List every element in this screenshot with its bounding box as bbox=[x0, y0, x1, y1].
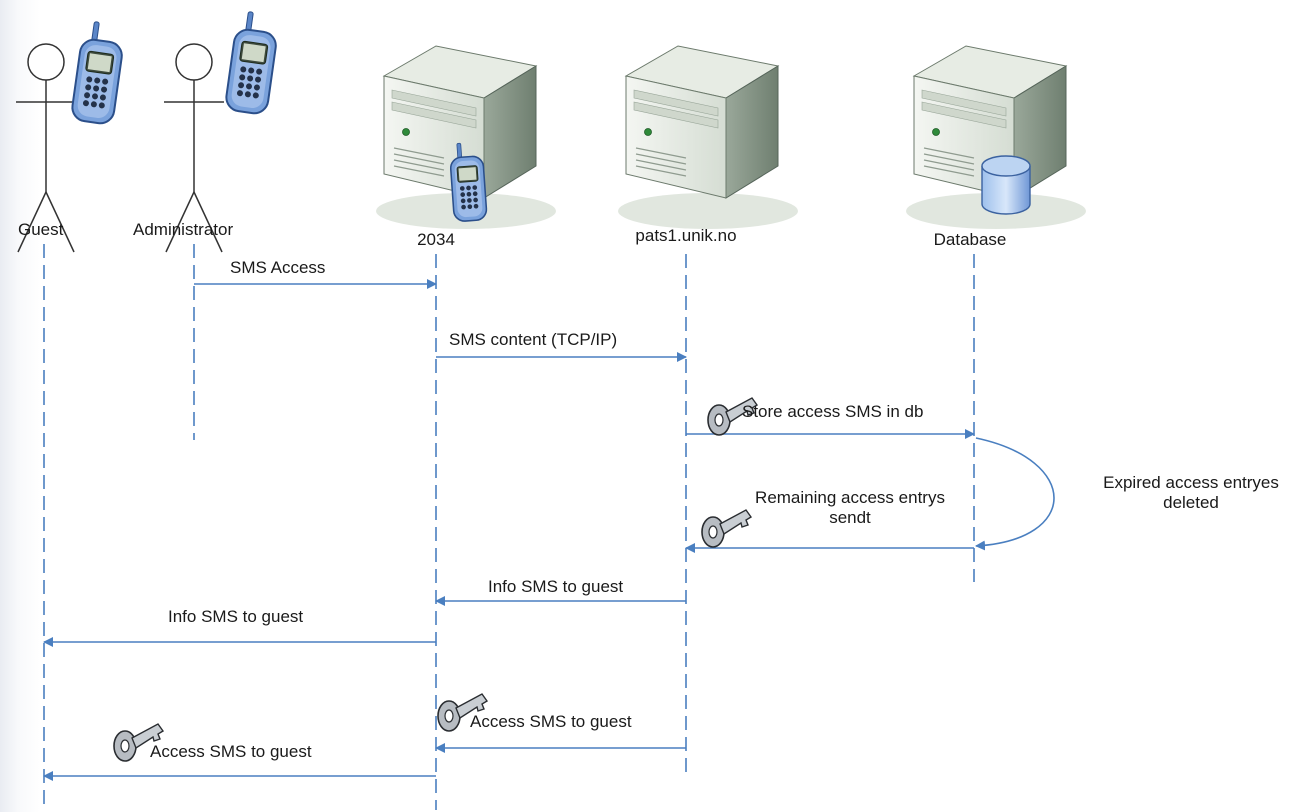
access-server-to-gateway-label: Access SMS to guest bbox=[470, 712, 632, 731]
expired-note-line1: Expired access entryes bbox=[1103, 473, 1279, 492]
access-gateway-to-guest-label: Access SMS to guest bbox=[150, 742, 312, 761]
store-access-label: Store access SMS in db bbox=[742, 402, 924, 421]
administrator-phone-icon bbox=[223, 9, 282, 117]
remaining-entries-line2: sendt bbox=[829, 508, 871, 527]
administrator-label: Administrator bbox=[133, 220, 234, 239]
database-cylinder-icon bbox=[981, 155, 1031, 215]
sms-content-label: SMS content (TCP/IP) bbox=[449, 330, 618, 349]
guest-phone-icon bbox=[69, 19, 128, 127]
expired-note-line2: deleted bbox=[1163, 493, 1219, 512]
info-server-to-gateway-label: Info SMS to guest bbox=[488, 577, 624, 596]
arrow-expired-self-loop bbox=[975, 437, 1055, 551]
remaining-entries-label: Remaining access entrys sendt bbox=[755, 488, 945, 528]
guest-label: Guest bbox=[18, 220, 64, 239]
server-icon bbox=[617, 45, 799, 230]
sms-access-label: SMS Access bbox=[230, 258, 326, 277]
database-label: Database bbox=[933, 230, 1007, 249]
server-label: pats1.unik.no bbox=[635, 226, 737, 245]
expired-note: Expired access entryes deleted bbox=[1103, 473, 1279, 513]
key-icon-remaining bbox=[701, 509, 752, 548]
gateway-label: 2034 bbox=[417, 230, 455, 249]
remaining-entries-line1: Remaining access entrys bbox=[755, 488, 945, 507]
info-gateway-to-guest-label: Info SMS to guest bbox=[168, 607, 304, 626]
